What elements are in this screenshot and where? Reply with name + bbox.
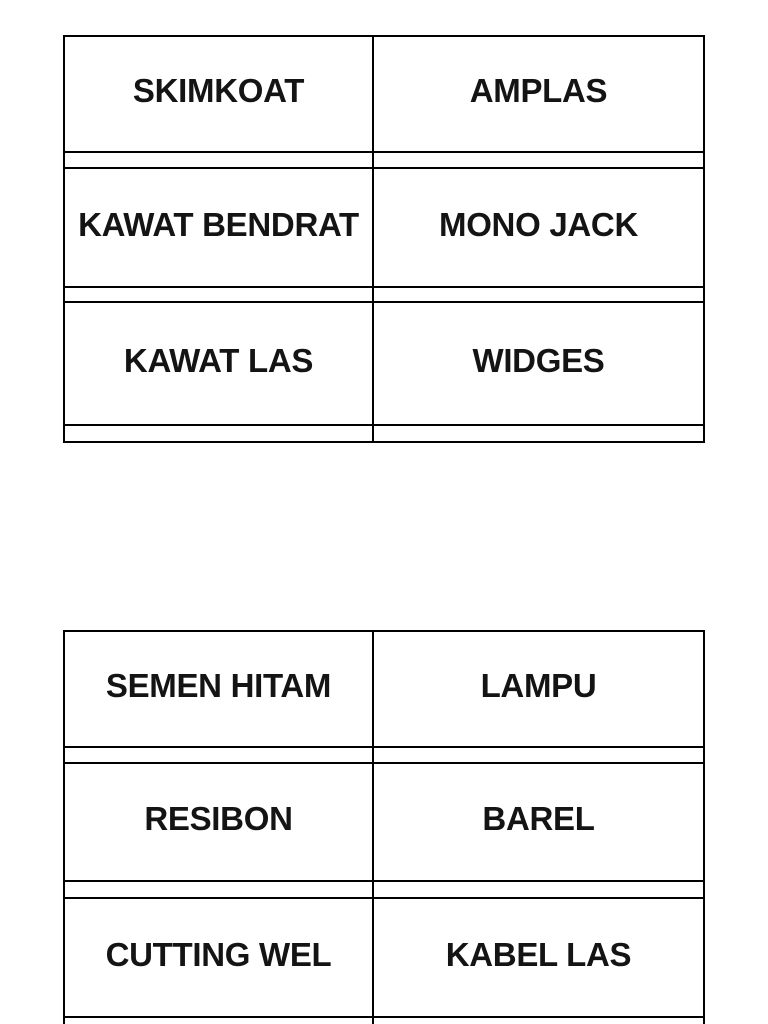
label-cell-mono-jack: MONO JACK (372, 169, 705, 288)
label-cell-kawat-las: KAWAT LAS (63, 303, 372, 426)
label-cell-semen-hitam: SEMEN HITAM (63, 630, 372, 748)
spacer-cell (63, 426, 372, 443)
spacer-cell (372, 882, 705, 899)
label-cell-resibon: RESIBON (63, 764, 372, 882)
table-row: SKIMKOAT AMPLAS (63, 35, 705, 153)
spacer-cell (372, 1018, 705, 1024)
spacer-row (63, 288, 705, 303)
label-table-bottom: SEMEN HITAM LAMPU RESIBON BAREL CUTTING … (63, 630, 705, 1024)
spacer-cell (372, 288, 705, 303)
label-cell-skimkoat: SKIMKOAT (63, 35, 372, 153)
spacer-row (63, 153, 705, 169)
spacer-cell (63, 153, 372, 169)
label-cell-lampu: LAMPU (372, 630, 705, 748)
table-row: RESIBON BAREL (63, 764, 705, 882)
spacer-row (63, 748, 705, 764)
label-table-top: SKIMKOAT AMPLAS KAWAT BENDRAT MONO JACK … (63, 35, 705, 443)
spacer-cell (372, 748, 705, 764)
spacer-cell (63, 748, 372, 764)
label-cell-kawat-bendrat: KAWAT BENDRAT (63, 169, 372, 288)
table-row: SEMEN HITAM LAMPU (63, 630, 705, 748)
label-cell-kabel-las: KABEL LAS (372, 899, 705, 1018)
table-row: KAWAT BENDRAT MONO JACK (63, 169, 705, 288)
spacer-row (63, 1018, 705, 1024)
spacer-cell (63, 1018, 372, 1024)
spacer-row (63, 426, 705, 443)
label-cell-amplas: AMPLAS (372, 35, 705, 153)
spacer-cell (63, 882, 372, 899)
spacer-cell (372, 426, 705, 443)
table-row: KAWAT LAS WIDGES (63, 303, 705, 426)
label-cell-barel: BAREL (372, 764, 705, 882)
spacer-row (63, 882, 705, 899)
table-row: CUTTING WEL KABEL LAS (63, 899, 705, 1018)
label-cell-widges: WIDGES (372, 303, 705, 426)
spacer-cell (372, 153, 705, 169)
spacer-cell (63, 288, 372, 303)
label-cell-cutting-wel: CUTTING WEL (63, 899, 372, 1018)
